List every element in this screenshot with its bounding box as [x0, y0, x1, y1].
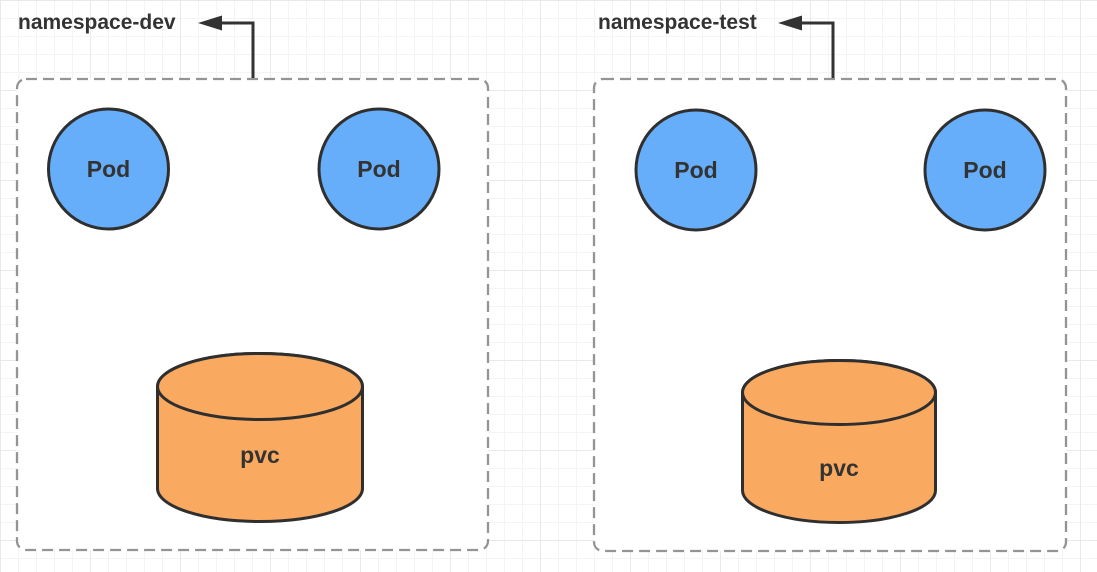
- namespace-test-label: namespace-test: [598, 11, 757, 34]
- pod-node-dev-1[interactable]: [47, 107, 170, 231]
- namespace-test-arrowhead-icon: [778, 15, 802, 31]
- namespace-dev-arrowhead-icon: [198, 15, 222, 31]
- pvc-node-dev[interactable]: [156, 352, 364, 523]
- pod-node-test-1[interactable]: [634, 108, 758, 232]
- pvc-cylinder-top[interactable]: [156, 352, 364, 421]
- pvc-node-test[interactable]: [741, 359, 937, 524]
- namespace-dev-arrow[interactable]: [198, 15, 255, 79]
- pod-node-dev-2[interactable]: [317, 107, 441, 231]
- namespace-dev-arrow-line[interactable]: [219, 21, 255, 78]
- pvc-cylinder-top[interactable]: [741, 359, 937, 426]
- namespace-test-arrow[interactable]: [778, 15, 835, 79]
- pod-node-test-2[interactable]: [923, 108, 1047, 232]
- namespace-test-arrow-line[interactable]: [799, 21, 835, 78]
- namespace-dev-label: namespace-dev: [18, 11, 176, 34]
